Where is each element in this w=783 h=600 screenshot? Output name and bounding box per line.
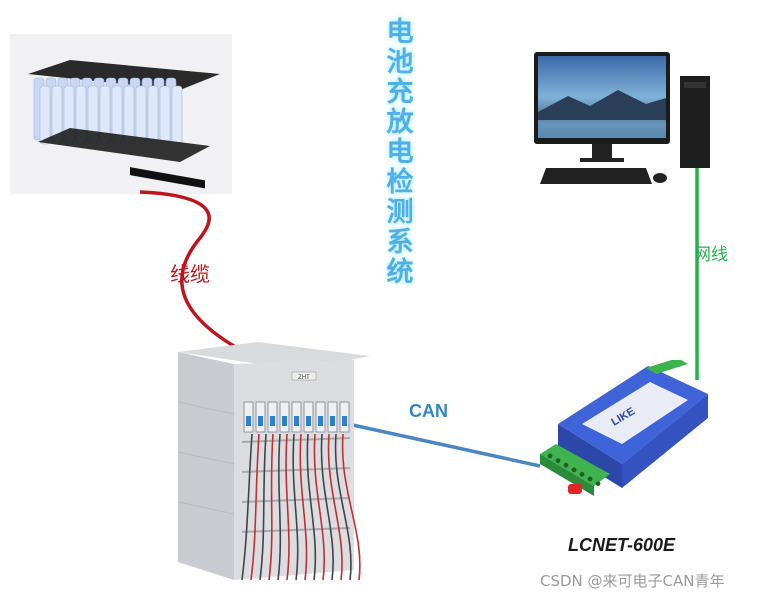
terminal-screw — [587, 476, 593, 482]
module-indicator — [318, 416, 323, 426]
title-char: 电 — [386, 137, 414, 168]
test-lead — [327, 433, 343, 581]
test-lead — [259, 433, 267, 581]
network-cable-label: 网线 — [694, 245, 728, 265]
test-lead — [292, 433, 299, 581]
test-lead — [320, 433, 334, 581]
title-char: 测 — [386, 197, 414, 228]
cable-label: 线缆 — [170, 262, 210, 286]
title-char: 系 — [386, 227, 414, 258]
test-cabinet-image: ZHT — [172, 342, 372, 590]
title-char: 统 — [386, 257, 414, 288]
test-lead — [334, 433, 352, 581]
terminal-screw — [555, 458, 561, 463]
lcnet-600e-device-icon: LIKE — [540, 358, 708, 496]
test-lead — [299, 433, 308, 581]
cabinet-plate: ZHT — [298, 375, 310, 381]
lcnet-device-image: LIKE — [538, 358, 716, 510]
system-title-vertical: 电池充放电检测系统 — [378, 18, 422, 288]
title-char: 池 — [386, 47, 414, 78]
battery-pack-icon — [28, 60, 220, 189]
title-char: 检 — [386, 167, 414, 198]
module-indicator — [342, 416, 347, 426]
terminal-screw — [595, 481, 601, 486]
module-indicator — [330, 416, 335, 426]
battery-cell — [39, 85, 51, 145]
title-char: 放 — [386, 107, 414, 138]
battery-pack-image — [10, 34, 232, 194]
computer-image — [528, 46, 728, 196]
terminal-screw — [563, 462, 569, 468]
charge-discharge-cabinet-icon: ZHT — [177, 342, 370, 581]
test-lead — [277, 433, 282, 581]
module-indicator — [270, 416, 275, 426]
can-bus-label: CAN — [409, 401, 448, 421]
test-lead — [268, 433, 274, 581]
module-indicator — [306, 416, 311, 426]
title-char: 电 — [386, 17, 414, 48]
module-indicator — [294, 416, 299, 426]
test-lead — [306, 433, 317, 581]
can-line — [347, 422, 541, 468]
terminal-screw — [571, 467, 577, 473]
module-indicator — [246, 416, 251, 426]
module-indicator — [282, 416, 287, 426]
test-lead — [285, 433, 290, 581]
test-lead — [341, 433, 361, 581]
desktop-computer-icon — [534, 52, 710, 184]
module-indicator — [258, 416, 263, 426]
device-model-label: LCNET-600E — [568, 535, 676, 555]
test-lead — [241, 433, 253, 581]
cable-line — [139, 190, 249, 356]
terminal-screw — [547, 453, 553, 459]
test-lead — [250, 433, 260, 581]
watermark: CSDN @来可电子CAN青年 — [540, 572, 725, 590]
test-lead — [313, 433, 326, 581]
title-char: 充 — [386, 77, 414, 108]
terminal-screw — [579, 472, 585, 477]
